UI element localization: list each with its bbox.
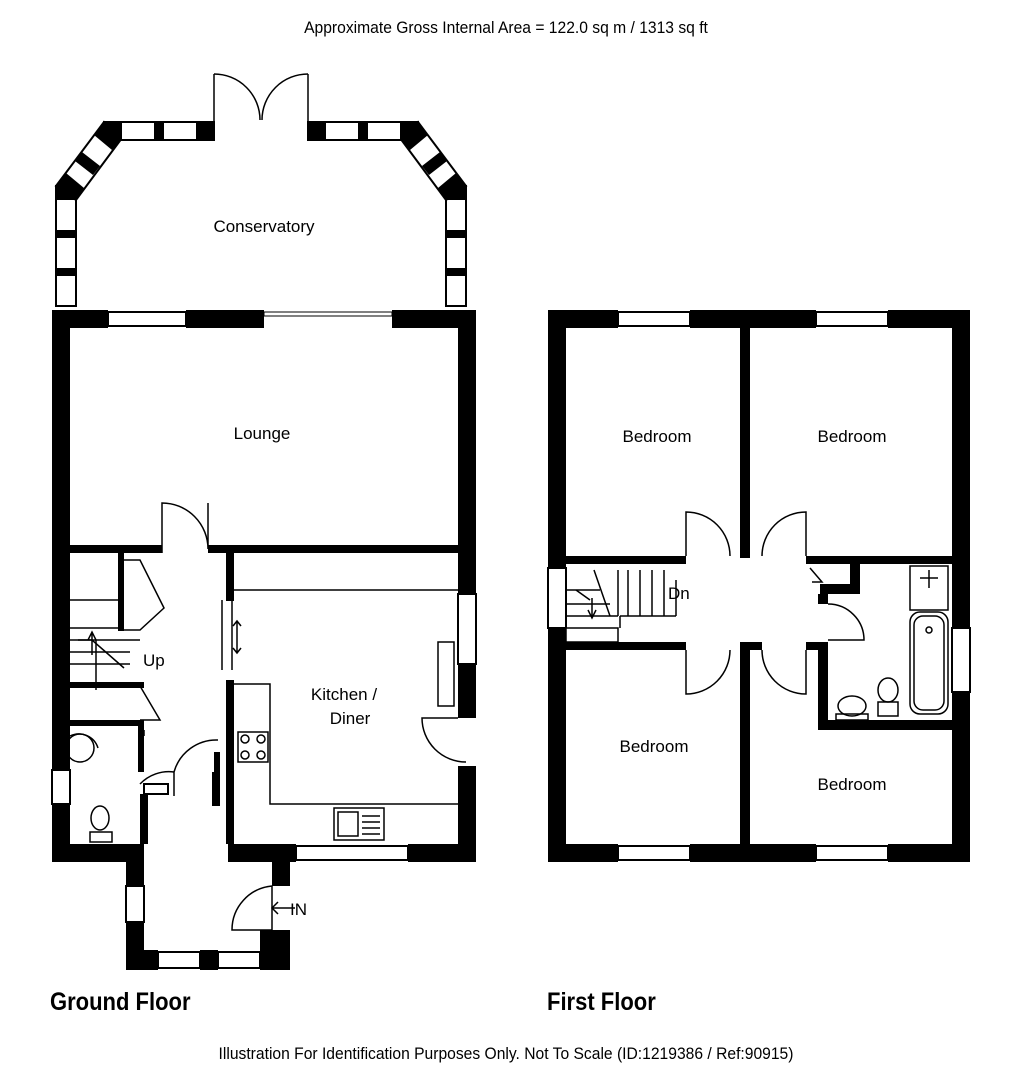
ground-doors	[65, 502, 295, 931]
ground-floor-plan: Conservatory Lounge Kitchen / Diner Up I…	[51, 73, 477, 970]
kitchen-units	[221, 589, 467, 841]
first-outer-walls	[547, 310, 971, 862]
bedroom-bottom-right-label: Bedroom	[818, 775, 887, 794]
first-floor-label: First Floor	[547, 988, 656, 1016]
ground-internal-walls	[68, 545, 458, 844]
area-title: Approximate Gross Internal Area = 122.0 …	[304, 18, 708, 37]
disclaimer-footer: Illustration For Identification Purposes…	[218, 1044, 794, 1063]
first-internal-walls	[565, 328, 952, 844]
ground-room-labels: Conservatory Lounge Kitchen / Diner Up I…	[143, 217, 377, 919]
stairs-up-label: Up	[143, 651, 165, 670]
bedroom-bottom-left-label: Bedroom	[620, 737, 689, 756]
kitchen-label-line1: Kitchen /	[311, 685, 377, 704]
first-doors-fittings	[566, 511, 949, 721]
bedroom-top-left-label: Bedroom	[623, 427, 692, 446]
lounge-label: Lounge	[234, 424, 291, 443]
conservatory-walls	[54, 120, 468, 307]
first-room-labels: Bedroom Bedroom Bedroom Bedroom Dn	[620, 427, 887, 794]
bedroom-top-right-label: Bedroom	[818, 427, 887, 446]
entrance-label: IN	[290, 900, 307, 919]
stairs-down-label: Dn	[668, 584, 690, 603]
conservatory-label: Conservatory	[213, 217, 315, 236]
ground-floor-label: Ground Floor	[50, 988, 191, 1016]
conservatory-doors	[213, 73, 309, 122]
ground-outer-walls	[51, 310, 477, 970]
first-floor-plan: Bedroom Bedroom Bedroom Bedroom Dn	[547, 310, 971, 862]
kitchen-label-line2: Diner	[330, 709, 371, 728]
